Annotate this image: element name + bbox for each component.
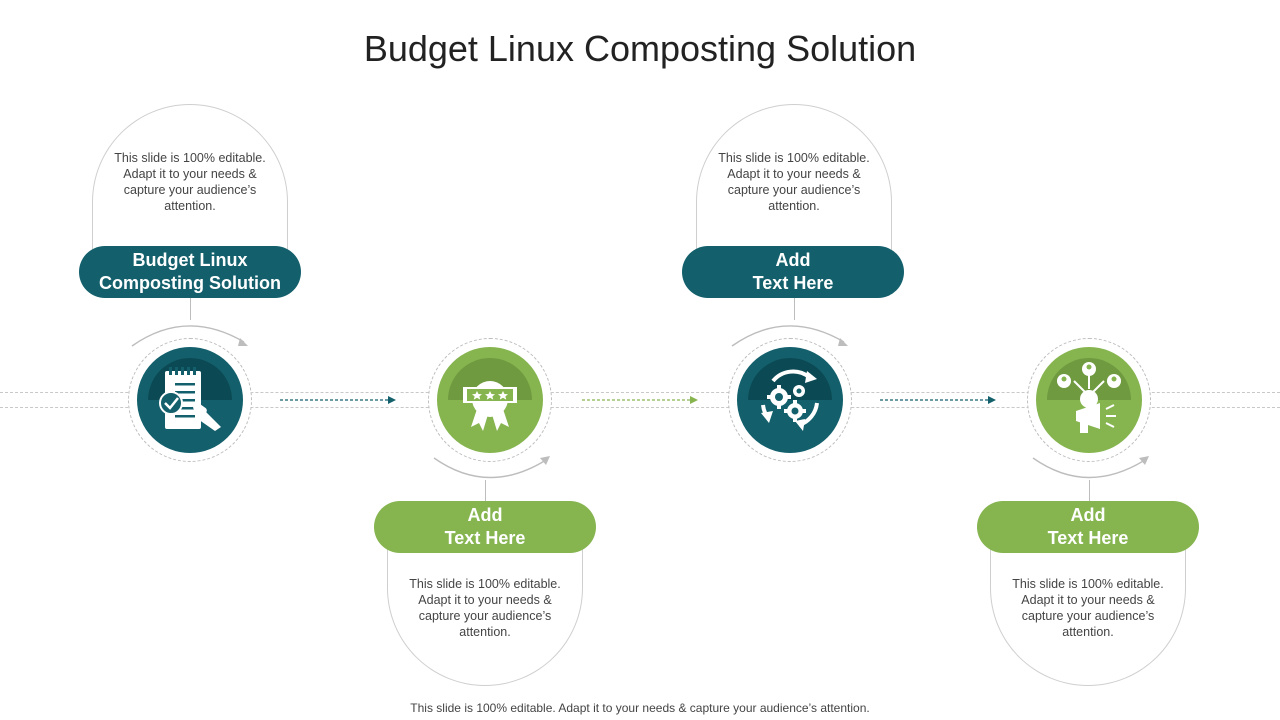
step-1-text-frame bbox=[92, 104, 288, 264]
step-1-description: This slide is 100% editable. Adapt it to… bbox=[114, 151, 266, 213]
step-4-label: Add Text Here bbox=[977, 501, 1199, 553]
step-3-arc-arrow bbox=[731, 325, 848, 347]
flow-arrow-3 bbox=[880, 396, 996, 404]
step-2-label: Add Text Here bbox=[374, 501, 596, 553]
award-ribbon-icon bbox=[448, 358, 532, 431]
step-2-description: This slide is 100% editable. Adapt it to… bbox=[409, 577, 561, 639]
step-3-icon-circle bbox=[737, 347, 843, 453]
step-4-icon-circle bbox=[1036, 347, 1142, 453]
step-1-arc-arrow bbox=[131, 325, 248, 347]
step-4-connector bbox=[1089, 480, 1090, 502]
megaphone-people-icon bbox=[1047, 358, 1131, 433]
step-3-text-frame bbox=[696, 104, 892, 264]
step-3-label: Add Text Here bbox=[682, 246, 904, 298]
step-1-icon-circle bbox=[137, 347, 243, 453]
step-2-connector bbox=[485, 480, 486, 502]
step-3-description: This slide is 100% editable. Adapt it to… bbox=[718, 151, 870, 213]
step-2-icon-circle bbox=[437, 347, 543, 453]
footer-note: This slide is 100% editable. Adapt it to… bbox=[410, 701, 870, 715]
checklist-pen-icon bbox=[148, 358, 232, 431]
flow-arrow-1 bbox=[280, 396, 396, 404]
flow-arrow-2 bbox=[582, 396, 698, 404]
step-2-arc-arrow bbox=[433, 456, 550, 479]
step-1-connector bbox=[190, 298, 191, 320]
step-1-label: Budget Linux Composting Solution bbox=[79, 246, 301, 298]
timeline-band bbox=[0, 392, 1280, 408]
step-4-description: This slide is 100% editable. Adapt it to… bbox=[1012, 577, 1164, 639]
step-4-arc-arrow bbox=[1032, 456, 1149, 479]
slide-title: Budget Linux Composting Solution bbox=[363, 28, 917, 69]
step-3-connector bbox=[794, 298, 795, 320]
gears-cycle-icon bbox=[748, 358, 832, 431]
